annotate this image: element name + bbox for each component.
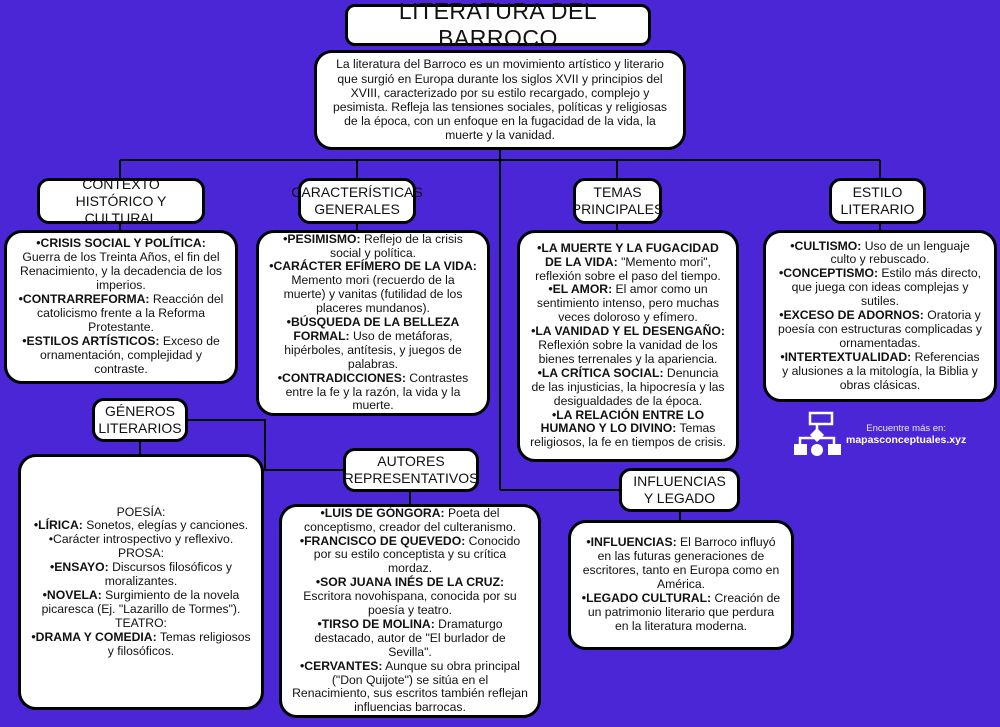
brand-link[interactable]: mapasconceptuales.xyz [846,433,967,446]
teatro-label: TEATRO: [115,615,167,630]
caracteristicas-item: •PESIMISMO: Reflejo de la crisis social … [283,231,463,260]
autores-item: •FRANCISCO DE QUEVEDO: Conocido por su e… [299,533,521,576]
generos-item: •ENSAYO: Discursos filosóficos y moraliz… [50,560,232,589]
caracteristicas-box: •PESIMISMO: Reflejo de la crisis social … [256,230,490,416]
prosa-label: PROSA: [117,546,165,561]
influencias-item: •LEGADO CULTURAL: Creación de un patrimo… [581,590,781,633]
generos-box: POESÍA: •LÍRICA: Sonetos, elegías y canc… [18,454,264,710]
generos-item: •DRAMA Y COMEDIA: Temas religiosos y fil… [31,629,251,658]
generos-item: •LÍRICA: Sonetos, elegías y canciones. [33,518,249,533]
sitemap-logo-icon [794,411,841,456]
contexto-item: •CONTRARREFORMA: Reacción del catolicism… [18,292,224,334]
contexto-box: •CRISIS SOCIAL Y POLÍTICA: Guerra de los… [4,230,238,384]
autores-item: •LUIS DE GÓNGORA: Poeta del conceptismo,… [303,505,517,534]
poesia-label: POESÍA: [116,504,166,519]
brand-line1: Encuentre más en: [866,422,946,434]
generos-item: •NOVELA: Surgimiento de la novela picare… [41,587,241,616]
estilo-item: •CULTISMO: Uso de un lenguaje culto y re… [790,238,970,267]
temas-box: •LA MUERTE Y LA FUGACIDAD DE LA VIDA: "M… [517,230,739,462]
autores-box: •LUIS DE GÓNGORA: Poeta del conceptismo,… [279,504,541,718]
generos-heading: GÉNEROS LITERARIOS [92,398,188,442]
temas-item: •EL AMOR: El amor como un sentimiento in… [536,282,720,325]
contexto-item: •CRISIS SOCIAL Y POLÍTICA: Guerra de los… [20,236,222,293]
temas-item: •LA VANIDAD Y EL DESENGAÑO: Reflexión so… [531,324,725,366]
generos-item: •Carácter introspectivo y reflexivo. [48,532,234,547]
page-title: LITERATURA DEL BARROCO [345,0,651,51]
contexto-heading: CONTEXTO HISTÓRICO Y CULTURAL [37,176,205,226]
contexto-item: •ESTILOS ARTÍSTICOS: Exceso de ornamenta… [22,333,220,376]
brand-watermark: Encuentre más en: mapasconceptuales.xyz [792,410,966,458]
caracteristicas-item: •CONTRADICCIONES: Contrastes entre la fe… [277,370,469,413]
autores-item: •TIRSO DE MOLINA: Dramaturgo destacado, … [314,616,506,659]
influencias-item: •INFLUENCIAS: El Barroco influyó en las … [582,535,780,592]
estilo-item: •CONCEPTISMO: Estilo más directo, que ju… [778,266,981,309]
temas-item: •LA CRÍTICA SOCIAL: Denuncia de las inju… [531,365,725,408]
estilo-box: •CULTISMO: Uso de un lenguaje culto y re… [763,230,997,402]
temas-item: •LA RELACIÓN ENTRE LO HUMANO Y LO DIVINO… [530,407,726,450]
estilo-heading: ESTILO LITERARIO [829,178,926,224]
estilo-item: •EXCESO DE ADORNOS: Oratoria y poesía co… [778,308,982,350]
temas-heading: TEMAS PRINCIPALES [572,178,663,224]
influencias-box: •INFLUENCIAS: El Barroco influyó en las … [568,520,794,650]
autores-item: •CERVANTES: Aunque su obra principal ("D… [292,658,528,715]
estilo-item: •INTERTEXTUALIDAD: Referencias y alusion… [780,349,980,392]
influencias-heading: INFLUENCIAS Y LEGADO [619,468,740,512]
caracteristicas-heading: CARACTERÍSTICAS GENERALES [291,178,423,224]
caracteristicas-item: •CARÁCTER EFÍMERO DE LA VIDA: Memento mo… [269,259,477,316]
intro-box: La literatura del Barroco es un movimien… [314,50,686,150]
autores-heading: AUTORES REPRESENTATIVOS [343,448,479,492]
temas-item: •LA MUERTE Y LA FUGACIDAD DE LA VIDA: "M… [535,240,721,283]
autores-item: •SOR JUANA INÉS DE LA CRUZ: Escritora no… [303,575,517,618]
caracteristicas-item: •BÚSQUEDA DE LA BELLEZA FORMAL: Uso de m… [284,315,462,371]
